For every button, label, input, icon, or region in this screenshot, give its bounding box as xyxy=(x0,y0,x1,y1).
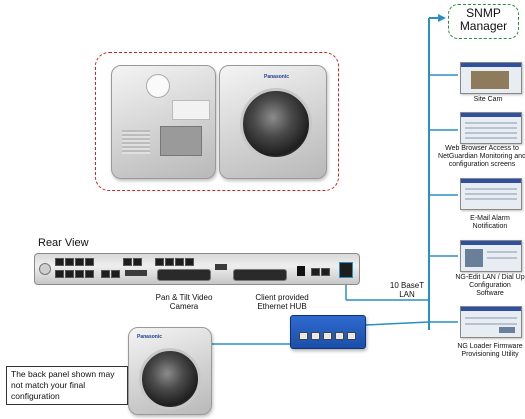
ethernet-hub xyxy=(290,315,366,349)
snmp-manager-box xyxy=(448,4,519,39)
camera-front-brand: Panasonic xyxy=(264,74,290,80)
lan-port xyxy=(339,262,353,278)
email-alarm-label: E-Mail Alarm Notification xyxy=(470,215,510,230)
camera-back-label-sticker xyxy=(172,100,210,120)
ng-edit-label: NG-Edit LAN / Dial Up Configuration Soft… xyxy=(455,274,525,297)
web-browser-thumbnail xyxy=(460,112,522,144)
ng-edit-thumbnail xyxy=(460,240,522,272)
lan-label: 10 BaseT LAN xyxy=(389,281,425,299)
ground-screw-icon xyxy=(39,263,51,275)
dsub-connector xyxy=(157,269,211,281)
configuration-note: The back panel shown may not match your … xyxy=(6,366,128,405)
site-cam-label: Site Cam xyxy=(473,96,503,103)
camera-mount-hole xyxy=(146,74,170,98)
snmp-manager-label: SNMP Manager xyxy=(459,6,508,33)
rear-panel xyxy=(34,253,360,285)
camera-front-photo: Panasonic xyxy=(219,65,327,179)
email-alarm-thumbnail xyxy=(460,178,522,210)
camera-photos-frame xyxy=(95,52,339,191)
dsub-connector xyxy=(233,269,287,281)
camera-front-dome xyxy=(240,88,312,160)
ethernet-hub-label: Client provided Ethernet HUB xyxy=(255,293,309,311)
pan-tilt-camera-brand: Panasonic xyxy=(137,334,163,340)
camera-back-grille xyxy=(122,130,150,154)
pan-tilt-camera-photo: Panasonic xyxy=(128,327,212,415)
pan-tilt-camera-label: Pan & Tilt Video Camera xyxy=(155,293,213,311)
web-browser-label: Web Browser Access to NetGuardian Monito… xyxy=(438,145,525,168)
rear-view-title: Rear View xyxy=(38,237,89,249)
camera-back-photo xyxy=(111,65,216,179)
pan-tilt-camera-dome xyxy=(139,348,201,410)
ng-loader-label: NG Loader Firmware Provisioning Utility xyxy=(457,343,523,358)
site-cam-thumbnail xyxy=(460,62,522,94)
camera-back-connector-panel xyxy=(160,126,202,156)
ng-loader-thumbnail xyxy=(460,306,522,338)
